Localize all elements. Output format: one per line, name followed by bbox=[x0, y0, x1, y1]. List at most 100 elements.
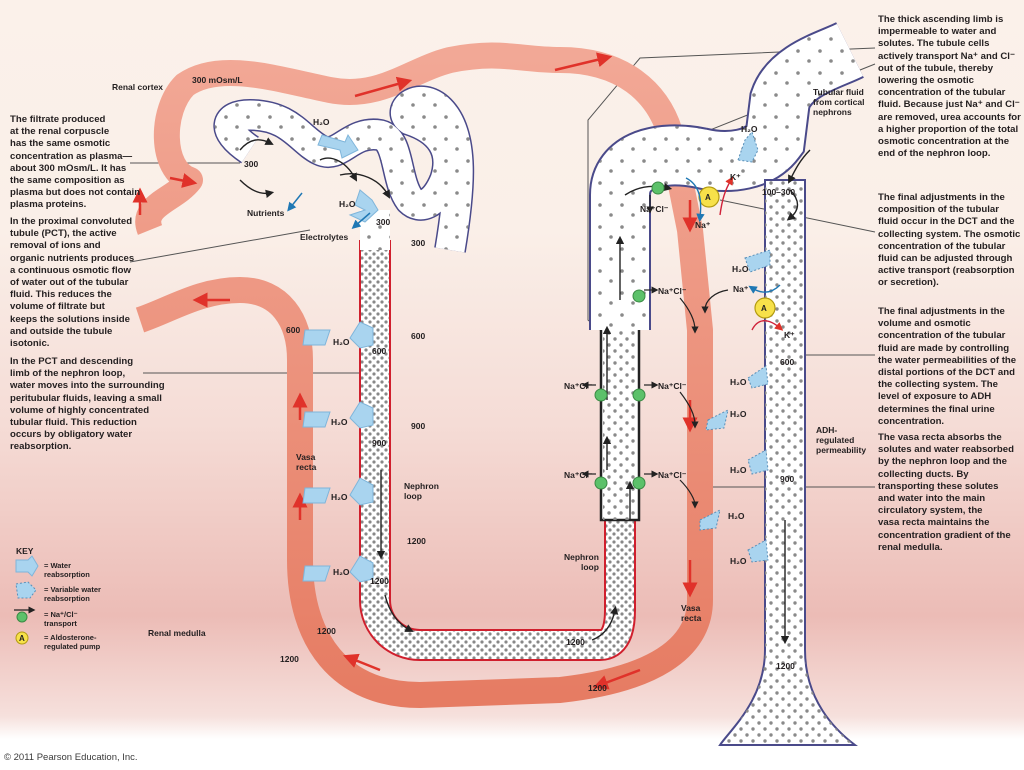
water-reabsorption-key-icon bbox=[15, 555, 39, 577]
nacl-label: Na⁺Cl⁻ bbox=[658, 381, 687, 391]
osm-tubule-1200: 1200 bbox=[370, 576, 389, 586]
tubular-flow-arrows bbox=[239, 137, 811, 645]
leader-pct bbox=[129, 229, 311, 263]
svg-text:A: A bbox=[761, 304, 767, 313]
note-dct-composition: The final adjustments in the composition… bbox=[878, 192, 1021, 289]
variable-water-icon bbox=[699, 509, 721, 531]
nacl-transporter bbox=[651, 181, 665, 195]
key-water-reabsorption: = Water reabsorption bbox=[44, 561, 90, 579]
potassium-label: K⁺ bbox=[730, 172, 741, 182]
nacl-transport-key-icon bbox=[16, 611, 28, 623]
key-nacl-transport: = Na⁺/Cl⁻ transport bbox=[44, 610, 78, 628]
variable-water-icon bbox=[747, 365, 769, 389]
h2o-label: H₂O bbox=[331, 417, 348, 427]
water-arrow bbox=[349, 401, 374, 429]
variable-water-icon bbox=[747, 449, 769, 475]
tubular-fluid-label: Tubular fluid from cortical nephrons bbox=[813, 87, 865, 117]
h2o-label: H₂O bbox=[730, 409, 747, 419]
key-variable-water-reabsorption: = Variable water reabsorption bbox=[44, 585, 101, 603]
osm-dct: 100–300 bbox=[762, 187, 796, 197]
osm-tubule-600: 600 bbox=[372, 346, 387, 356]
osm-collecting-1200: 1200 bbox=[776, 661, 795, 671]
water-arrow bbox=[317, 133, 359, 159]
region-renal-medulla: Renal medulla bbox=[148, 628, 206, 638]
sodium-label: Na⁺ bbox=[695, 220, 711, 230]
key-icons: A bbox=[14, 555, 39, 645]
osm-medulla-1200: 1200 bbox=[280, 654, 299, 664]
water-reabsorption-arrows bbox=[302, 133, 379, 583]
osm-vasa-1200: 1200 bbox=[317, 626, 336, 636]
h2o-label: H₂O bbox=[730, 377, 747, 387]
nacl-label: Na⁺Cl⁻ bbox=[640, 204, 669, 214]
nacl-transporter bbox=[632, 388, 646, 402]
adh-permeability-label: ADH- regulated permeability bbox=[816, 425, 867, 455]
electrolytes-label: Electrolytes bbox=[300, 232, 349, 242]
nacl-transporter bbox=[632, 476, 646, 490]
svg-text:A: A bbox=[19, 634, 25, 643]
aldosterone-pump bbox=[754, 297, 776, 319]
osm-collecting-900: 900 bbox=[780, 474, 795, 484]
osm-interstitial-1200: 1200 bbox=[407, 536, 426, 546]
nephron-loop-label: Nephron loop bbox=[404, 481, 439, 501]
nacl-transporter bbox=[632, 289, 646, 303]
water-arrow bbox=[348, 189, 379, 223]
note-dct-volume: The final adjustments in the volume and … bbox=[878, 306, 1017, 427]
h2o-label: H₂O bbox=[728, 511, 745, 521]
h2o-label: H₂O bbox=[741, 124, 758, 134]
region-renal-cortex: Renal cortex bbox=[112, 82, 164, 92]
h2o-label: H₂O bbox=[313, 117, 330, 127]
h2o-label: H₂O bbox=[331, 492, 348, 502]
water-arrow bbox=[349, 477, 374, 506]
note-thick-ascending-limb: The thick ascending limb is impermeable … bbox=[878, 14, 1021, 160]
nacl-label: Na⁺Cl⁻ bbox=[564, 470, 593, 480]
aldosterone-pump-key-icon bbox=[15, 631, 29, 645]
osm-vasa-600: 600 bbox=[286, 325, 301, 335]
nacl-label: Na⁺Cl⁻ bbox=[564, 381, 593, 391]
osm-pct-end: 300 bbox=[376, 217, 391, 227]
nephron-loop-descending bbox=[359, 240, 636, 661]
nacl-label: Na⁺Cl⁻ bbox=[658, 470, 687, 480]
osm-interstitial-600: 600 bbox=[411, 331, 426, 341]
variable-water-key-icon bbox=[15, 581, 37, 599]
water-arrow bbox=[302, 329, 331, 346]
h2o-label: H₂O bbox=[730, 465, 747, 475]
plasma-osmolarity: 300 mOsm/L bbox=[192, 75, 243, 85]
water-arrow bbox=[302, 565, 331, 582]
nephron-loop-label: Nephron loop bbox=[564, 552, 599, 572]
water-arrow bbox=[302, 487, 331, 504]
h2o-label: H₂O bbox=[730, 556, 747, 566]
variable-water-icon bbox=[737, 131, 759, 163]
osm-collecting-600: 600 bbox=[780, 357, 795, 367]
h2o-label: H₂O bbox=[333, 337, 350, 347]
h2o-label: H₂O bbox=[732, 264, 749, 274]
sodium-label: Na⁺ bbox=[733, 284, 749, 294]
nacl-transport-arrows bbox=[581, 195, 729, 509]
water-arrow bbox=[349, 321, 374, 349]
osm-tubule-900: 900 bbox=[372, 438, 387, 448]
nacl-transporters bbox=[594, 181, 665, 490]
key-title: KEY bbox=[16, 546, 34, 556]
osm-vasa-1200-bottom: 1200 bbox=[588, 683, 607, 693]
svg-text:A: A bbox=[705, 193, 711, 202]
variable-water-reabsorption bbox=[699, 131, 771, 563]
water-arrow bbox=[349, 555, 374, 583]
nacl-transporter bbox=[594, 476, 608, 490]
vasa-recta-label: Vasa recta bbox=[296, 452, 317, 472]
vasa-recta-label: Vasa recta bbox=[681, 603, 702, 623]
variable-water-icon bbox=[744, 249, 771, 273]
note-pct: In the proximal convoluted tubule (PCT),… bbox=[10, 216, 135, 350]
h2o-label: H₂O bbox=[339, 199, 356, 209]
key-aldosterone-pump: = Aldosterone- regulated pump bbox=[44, 633, 101, 651]
osm-interstitial-900: 900 bbox=[411, 421, 426, 431]
variable-water-icon bbox=[705, 409, 729, 431]
copyright: © 2011 Pearson Education, Inc. bbox=[4, 752, 138, 763]
vasa-recta-cortex bbox=[135, 42, 713, 708]
potassium-label: K⁺ bbox=[784, 330, 795, 340]
water-arrow bbox=[302, 411, 331, 428]
note-vasa-recta: The vasa recta absorbs the solutes and w… bbox=[878, 432, 1014, 553]
osm-loop-bottom-1200: 1200 bbox=[566, 637, 585, 647]
nacl-transporter bbox=[594, 388, 608, 402]
variable-water-icon bbox=[747, 539, 769, 563]
aldosterone-pump bbox=[698, 186, 720, 208]
